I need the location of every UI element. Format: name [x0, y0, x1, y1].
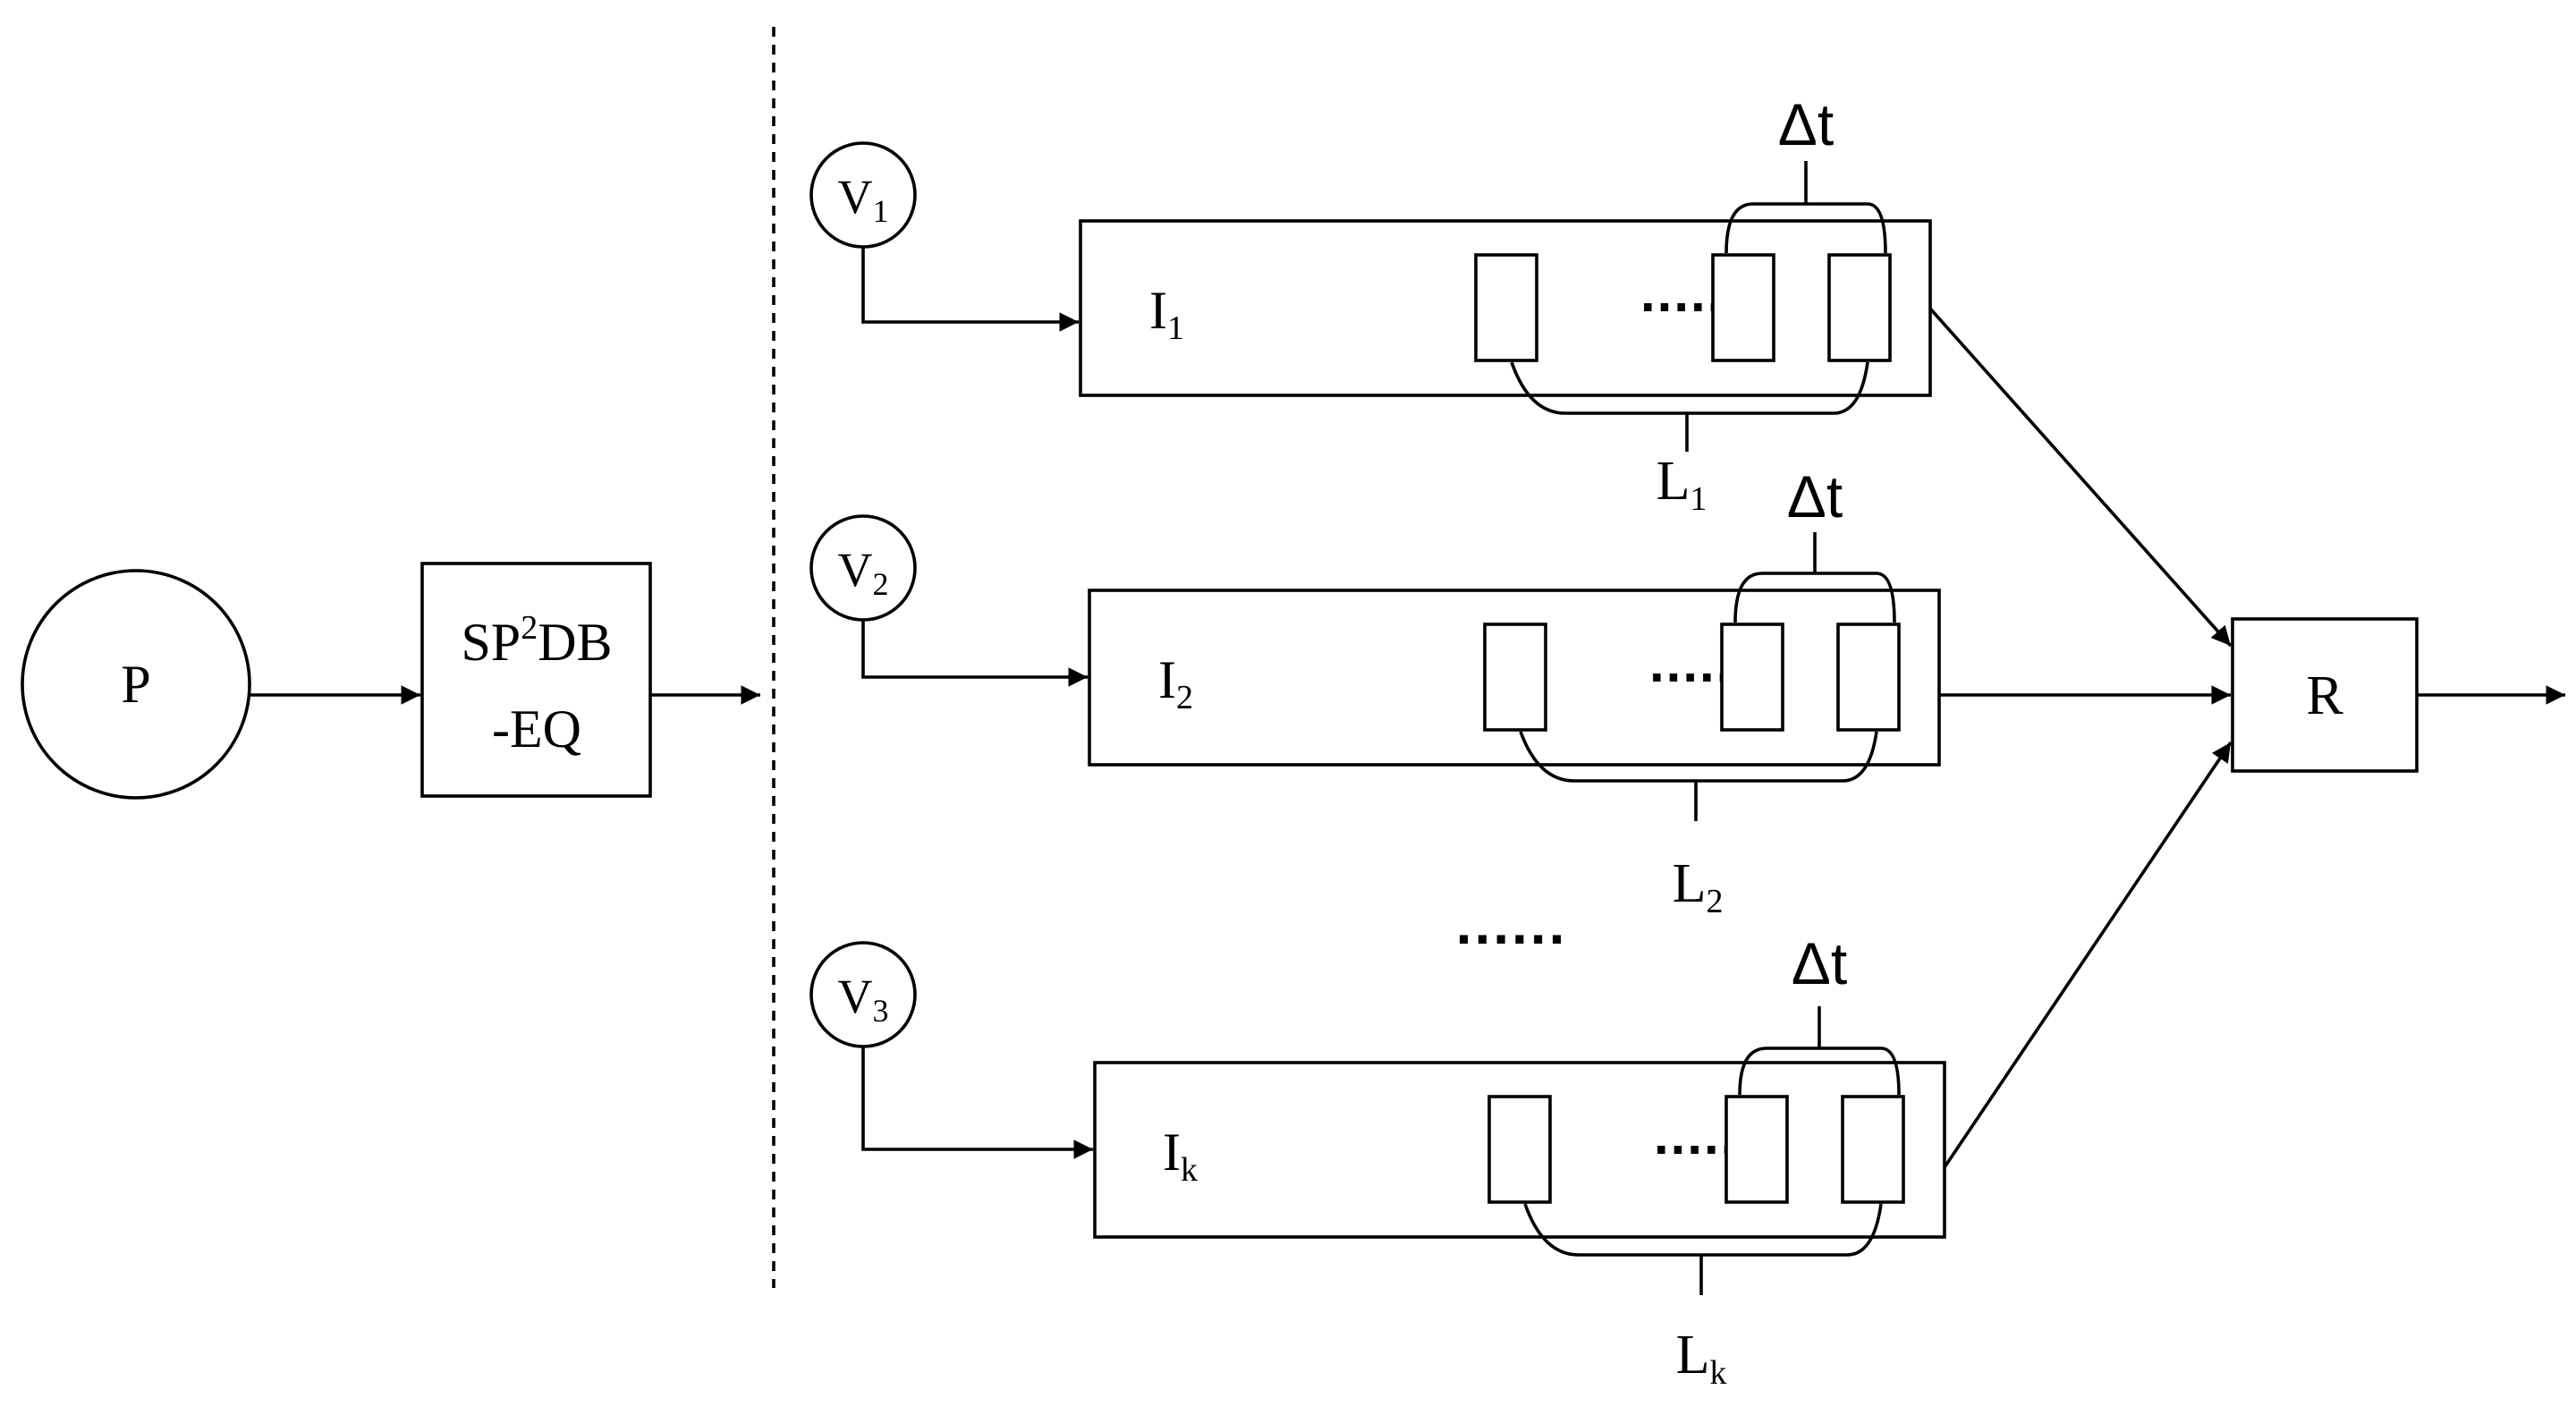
stream-label-2: I2 — [1158, 650, 1193, 716]
frame-cell-second-last — [1720, 623, 1784, 732]
frame-cell-first — [1483, 623, 1547, 732]
view-label-sub: 1 — [873, 193, 889, 229]
channel-1: V1 I1 ...... Δt L1 — [809, 91, 1932, 518]
stream-label-sub: k — [1181, 1151, 1198, 1189]
view-node-1: V1 — [809, 141, 917, 249]
view-label-1: V1 — [838, 170, 889, 229]
length-label-k: Lk — [1676, 1325, 1727, 1392]
length-label-sub: 1 — [1690, 480, 1707, 518]
length-label-2: L2 — [1673, 853, 1724, 920]
view-to-stream-arrow-1 — [861, 247, 1079, 332]
encoder-label-superscript: 2 — [521, 609, 538, 647]
length-label-base: L — [1657, 451, 1690, 512]
view-label-base: V — [838, 543, 873, 597]
view-node-2: V2 — [809, 514, 917, 622]
stream-label-sub: 1 — [1167, 309, 1184, 347]
length-label-sub: k — [1709, 1354, 1726, 1392]
stream-k-to-receiver-arrow — [1943, 741, 2233, 1169]
encoder-label-part-a: SP — [461, 613, 521, 672]
source-label: P — [121, 655, 150, 714]
stream-label-base: I — [1163, 1123, 1181, 1182]
frame-cell-first — [1487, 1095, 1552, 1204]
stream-label-base: I — [1158, 650, 1176, 709]
frame-cell-first — [1474, 253, 1538, 362]
receiver-label: R — [2306, 665, 2343, 726]
delta-t-label-1: Δt — [1778, 91, 1834, 157]
view-label-sub: 2 — [873, 566, 889, 602]
length-brace-1 — [1510, 361, 1869, 415]
channel-ellipsis: ...... — [1456, 892, 1568, 956]
channel-k: V3 Ik ...... Δt Lk — [809, 930, 1946, 1392]
length-brace-2 — [1519, 731, 1878, 783]
frame-cell-last — [1836, 623, 1901, 732]
frame-cell-last — [1827, 253, 1892, 362]
frame-cell-second-last — [1724, 1095, 1789, 1204]
view-label-sub: 3 — [873, 993, 889, 1029]
length-label-1: L1 — [1657, 451, 1707, 518]
channel-2: V2 I2 ...... Δt L2 — [809, 463, 1941, 920]
view-to-stream-arrow-3 — [861, 1046, 1093, 1159]
delta-brace-2 — [1733, 572, 1896, 623]
stream-label-sub: 2 — [1176, 679, 1193, 716]
source-node: P — [21, 569, 251, 800]
encoder-block: SP2DB -EQ — [420, 562, 652, 798]
stream-1-to-receiver-arrow — [1928, 307, 2233, 648]
view-label-2: V2 — [838, 543, 889, 602]
length-brace-k — [1523, 1203, 1883, 1257]
stream-box-1 — [1079, 219, 1932, 397]
encoder-label-line2: -EQ — [492, 699, 581, 758]
stream-label-k: Ik — [1163, 1123, 1198, 1189]
delta-brace-k — [1738, 1046, 1901, 1096]
encoder-label-line1: SP2DB — [461, 609, 612, 672]
frame-cell-second-last — [1711, 253, 1775, 362]
length-label-base: L — [1676, 1325, 1710, 1385]
length-label-base: L — [1673, 853, 1707, 914]
encoder-label-part-b: DB — [538, 613, 612, 672]
view-label-3: V3 — [838, 970, 889, 1029]
frame-cell-last — [1841, 1095, 1905, 1204]
view-node-3: V3 — [809, 941, 917, 1048]
stream-label-1: I1 — [1149, 281, 1184, 347]
length-label-sub: 2 — [1706, 883, 1723, 920]
view-label-base: V — [838, 170, 873, 224]
receiver-block: R — [2231, 617, 2419, 773]
view-to-stream-arrow-2 — [861, 620, 1088, 687]
delta-brace-1 — [1724, 202, 1887, 254]
view-label-base: V — [838, 970, 873, 1023]
stream-label-base: I — [1149, 281, 1167, 340]
delta-t-label-2: Δt — [1787, 463, 1843, 530]
delta-t-label-k: Δt — [1792, 930, 1847, 996]
